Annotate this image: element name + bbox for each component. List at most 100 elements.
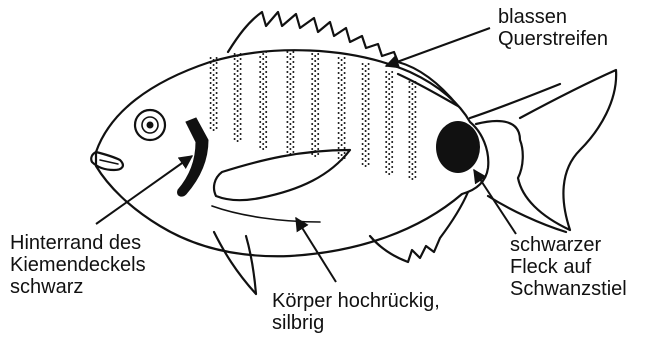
stripe-dot bbox=[262, 78, 264, 80]
stripe-dot bbox=[388, 88, 390, 90]
stripe-dot bbox=[265, 96, 267, 98]
stripe-dot bbox=[391, 166, 393, 168]
stripe-dot bbox=[414, 171, 416, 173]
stripe-dot bbox=[216, 57, 218, 59]
stripe-dot bbox=[368, 63, 370, 65]
stripe-dot bbox=[210, 57, 212, 59]
stripe-dot bbox=[385, 171, 387, 173]
stripe-dot bbox=[344, 147, 346, 149]
stripe-dot bbox=[344, 72, 346, 74]
stripe-dot bbox=[362, 158, 364, 160]
stripe-dot bbox=[391, 121, 393, 123]
stripe-dot bbox=[411, 123, 413, 125]
stripe-dot bbox=[362, 78, 364, 80]
label-gill-edge: Hinterrand des Kiemendeckels schwarz bbox=[10, 232, 146, 298]
stripe-dot bbox=[237, 85, 239, 87]
stripe-dot bbox=[234, 118, 236, 120]
stripe-dot bbox=[286, 51, 288, 53]
stripe-dot bbox=[262, 68, 264, 70]
stripe-dot bbox=[391, 141, 393, 143]
stripe-dot bbox=[216, 82, 218, 84]
stripe-dot bbox=[216, 67, 218, 69]
stripe-dot bbox=[344, 97, 346, 99]
stripe-dot bbox=[385, 146, 387, 148]
stripe-dot bbox=[365, 150, 367, 152]
stripe-dot bbox=[314, 75, 316, 77]
stripe-dot bbox=[414, 91, 416, 93]
stripe-dot bbox=[385, 71, 387, 73]
stripe-dot bbox=[317, 83, 319, 85]
stripe-dot bbox=[265, 131, 267, 133]
stripe-dot bbox=[213, 69, 215, 71]
stripe-dot bbox=[391, 151, 393, 153]
stripe-dot bbox=[391, 86, 393, 88]
label-tail-spot: schwarzer Fleck auf Schwanzstiel bbox=[510, 234, 627, 300]
stripe-dot bbox=[341, 159, 343, 161]
stripe-dot bbox=[210, 72, 212, 74]
stripe-dot bbox=[240, 78, 242, 80]
stripe-dot bbox=[368, 163, 370, 165]
stripe-dot bbox=[265, 91, 267, 93]
stripe-dot bbox=[311, 113, 313, 115]
stripe-dot bbox=[385, 76, 387, 78]
stripe-dot bbox=[259, 131, 261, 133]
pelvic-fin bbox=[214, 232, 256, 294]
stripe-dot bbox=[262, 143, 264, 145]
stripe-dot bbox=[292, 141, 294, 143]
stripe-dot bbox=[414, 141, 416, 143]
stripe-dot bbox=[385, 166, 387, 168]
stripe-dot bbox=[286, 61, 288, 63]
stripe-dot bbox=[414, 111, 416, 113]
stripe-dot bbox=[240, 118, 242, 120]
stripe-dot bbox=[317, 103, 319, 105]
stripe-dot bbox=[311, 53, 313, 55]
stripe-dot bbox=[385, 126, 387, 128]
stripe-dot bbox=[286, 111, 288, 113]
stripe-dot bbox=[414, 126, 416, 128]
stripe-dot bbox=[292, 91, 294, 93]
stripe-dot bbox=[368, 143, 370, 145]
stripe-dot bbox=[388, 83, 390, 85]
stripe-dot bbox=[408, 156, 410, 158]
stripe-dot bbox=[286, 66, 288, 68]
stripe-dot bbox=[265, 111, 267, 113]
stripe-dot bbox=[289, 78, 291, 80]
stripe-dot bbox=[338, 72, 340, 74]
stripe-dot bbox=[213, 59, 215, 61]
stripe-dot bbox=[292, 96, 294, 98]
stripe-dot bbox=[385, 156, 387, 158]
stripe-dot bbox=[259, 81, 261, 83]
stripe-dot bbox=[338, 82, 340, 84]
stripe-dot bbox=[344, 77, 346, 79]
stripe-dot bbox=[338, 97, 340, 99]
stripe-dot bbox=[411, 133, 413, 135]
stripe-dot bbox=[234, 98, 236, 100]
stripe-dot bbox=[391, 136, 393, 138]
stripe-dot bbox=[414, 116, 416, 118]
stripe-dot bbox=[411, 138, 413, 140]
stripe-dot bbox=[362, 143, 364, 145]
stripe-dot bbox=[237, 80, 239, 82]
stripe-dot bbox=[388, 173, 390, 175]
stripe-dot bbox=[365, 130, 367, 132]
stripe-dot bbox=[289, 53, 291, 55]
stripe-dot bbox=[408, 116, 410, 118]
stripe-dot bbox=[317, 73, 319, 75]
stripe-dot bbox=[368, 118, 370, 120]
stripe-dot bbox=[365, 105, 367, 107]
stripe-dot bbox=[262, 123, 264, 125]
stripe-dot bbox=[317, 153, 319, 155]
stripe-dot bbox=[414, 146, 416, 148]
stripe-dot bbox=[341, 119, 343, 121]
stripe-dot bbox=[265, 81, 267, 83]
stripe-dot bbox=[292, 121, 294, 123]
stripe-dot bbox=[414, 86, 416, 88]
stripe-dot bbox=[240, 108, 242, 110]
stripe-dot bbox=[341, 64, 343, 66]
stripe-dot bbox=[216, 87, 218, 89]
stripe-dot bbox=[265, 86, 267, 88]
stripe-dot bbox=[341, 154, 343, 156]
stripe-dot bbox=[388, 108, 390, 110]
stripe-dot bbox=[265, 126, 267, 128]
label-body-line1: Körper hochrückig, bbox=[272, 290, 440, 312]
